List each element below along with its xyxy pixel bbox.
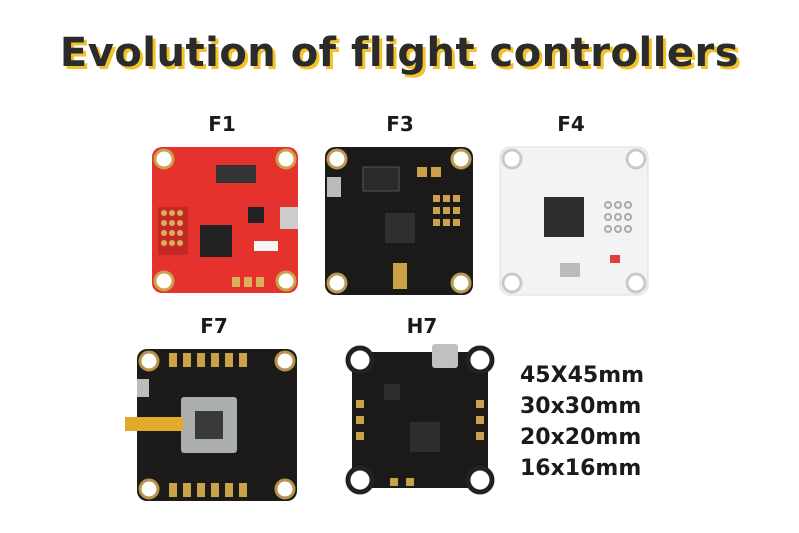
board-label-h7: H7 — [406, 314, 438, 338]
size-list: 45X45mm 30x30mm 20x20mm 16x16mm — [520, 360, 644, 484]
h7-board-image — [345, 344, 495, 495]
board-label-f4: F4 — [557, 112, 585, 136]
board-label-f7: F7 — [200, 314, 228, 338]
board-label-f3: F3 — [386, 112, 414, 136]
size-item: 45X45mm — [520, 363, 645, 388]
size-item: 20x20mm — [520, 425, 642, 450]
f7-board-image — [125, 349, 297, 501]
size-item: 30x30mm — [520, 394, 642, 419]
f3-board-image — [325, 147, 473, 295]
f4-board-image — [499, 146, 649, 296]
page-title: Evolution of flight controllers — [59, 30, 740, 76]
f1-board-image — [152, 147, 298, 293]
size-item: 16x16mm — [520, 456, 642, 481]
board-label-f1: F1 — [208, 112, 236, 136]
